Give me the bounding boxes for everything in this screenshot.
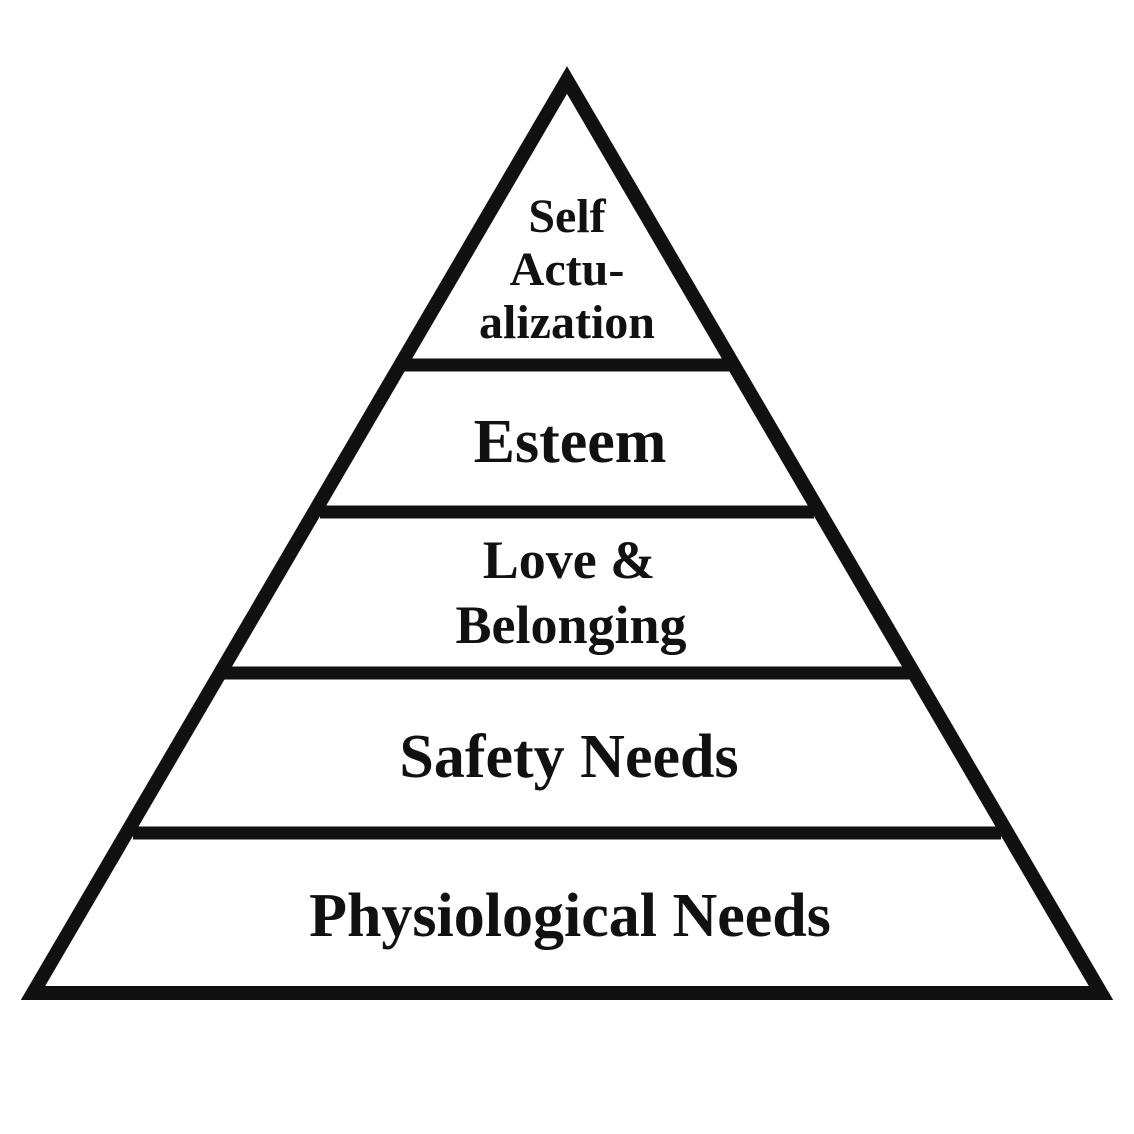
tier-esteem: Esteem [474,408,667,476]
tier-label-line: alization [479,296,655,349]
tier-label-line: Safety Needs [399,723,738,791]
tier-love-belonging: Love & Belonging [455,530,686,655]
tier-label-line: Physiological Needs [309,882,831,950]
tier-self-actualization: Self Actu- alization [479,190,655,349]
tier-safety-needs: Safety Needs [399,723,738,791]
pyramid-outline [20,66,1114,1000]
tier-label-line: Actu- [510,243,625,296]
tier-physiological-needs: Physiological Needs [309,882,831,950]
tier-label-line: Self [528,190,606,243]
tier-label-line: Esteem [474,408,667,476]
tier-label-line: Belonging [455,595,686,655]
tier-label-line: Love & [483,530,655,590]
